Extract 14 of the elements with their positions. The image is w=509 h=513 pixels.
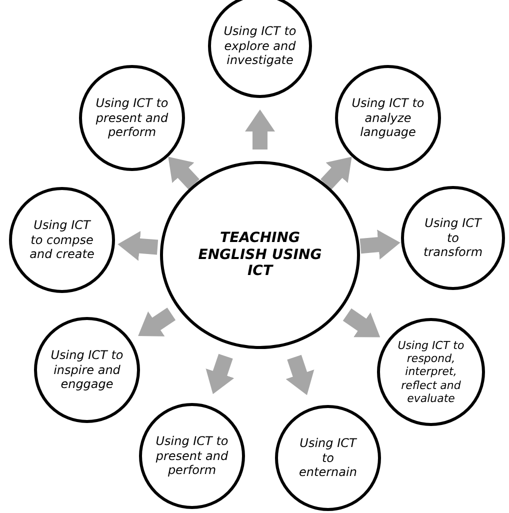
- central-label: TEACHING ENGLISH USING ICT: [197, 230, 323, 280]
- block-arrow: [117, 230, 158, 261]
- block-arrow: [286, 354, 314, 398]
- block-arrow: [206, 354, 234, 397]
- topic-label: Using ICT to compse and create: [28, 218, 96, 262]
- topic-label: Using ICT to inspire and enggage: [50, 348, 124, 392]
- block-arrow: [245, 110, 275, 150]
- topic-label: Using ICT to explore and investigate: [222, 24, 298, 68]
- topic-label: Using ICT to respond, interpret, reflect and evaluate: [396, 339, 466, 405]
- topic-label: Using ICT to transform: [422, 216, 484, 260]
- topic-label: Using ICT to present and perform: [94, 96, 170, 140]
- topic-label: Using ICT to present and perform: [154, 434, 230, 478]
- topic-label: Using ICT to enternain: [298, 436, 358, 480]
- topic-label: Using ICT to analyze language: [350, 96, 426, 140]
